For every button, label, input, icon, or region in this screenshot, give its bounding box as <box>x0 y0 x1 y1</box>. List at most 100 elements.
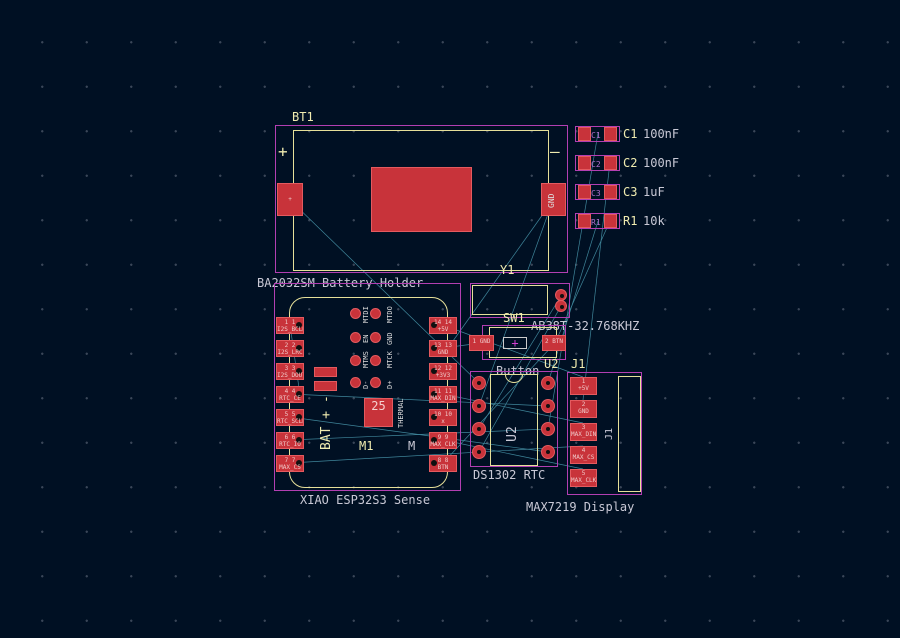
r1-ref: R1 <box>623 214 638 228</box>
m1-thermal-pad[interactable]: 25 <box>364 398 393 427</box>
usb-dminus: D- <box>362 380 370 389</box>
pad-number: 2 2 <box>284 342 296 349</box>
u2-ref: U2 <box>544 357 559 371</box>
c2-value: 100nF <box>643 156 680 170</box>
pad-net: MAX_CLK <box>430 441 456 448</box>
y1-pin-2[interactable] <box>555 300 567 312</box>
pad-number: 12 12 <box>433 365 453 372</box>
pad-net: MAX_CS <box>279 464 301 471</box>
c1-pad-2[interactable] <box>604 127 617 141</box>
sw1-ref: SW1 <box>503 311 525 325</box>
c2-fab: C2 <box>591 160 601 169</box>
c2-pad-1[interactable] <box>578 156 591 170</box>
u2-body-ref: U2 <box>504 426 520 442</box>
c2-ref: C2 <box>623 156 638 170</box>
m1-right-drill-4 <box>431 391 437 397</box>
y1-value: AB38T-32.768KHZ <box>531 319 640 333</box>
m1-left-drill-5 <box>296 414 302 420</box>
pad-net: I2S_DOUT <box>277 372 304 379</box>
pad-net: I2S_LRC <box>277 349 303 356</box>
jtag-mtdo: MTDO <box>386 306 394 323</box>
pad-number: 5 5 <box>284 411 296 418</box>
c1-pad-1[interactable] <box>578 127 591 141</box>
m1-right-pad-1[interactable]: 14 14+5V <box>429 317 457 334</box>
m1-value: XIAO ESP32S3 Sense <box>300 493 431 507</box>
bt1-ref: BT1 <box>292 110 314 124</box>
pad-net: +3V3 <box>435 372 451 379</box>
bt1-plus-mark: + <box>278 142 288 161</box>
jtag-mtdi: MTDI <box>362 306 370 323</box>
sw1-pad-1[interactable]: 1 GND <box>469 335 494 351</box>
jtag-mtck: MTCK <box>386 351 394 368</box>
pad-number: 10 10 <box>433 411 453 418</box>
pad-number: 9 9 <box>437 434 449 441</box>
bat-pad-minus[interactable] <box>314 381 337 391</box>
j1-outline <box>618 376 641 492</box>
j1-body-ref: J1 <box>604 427 616 441</box>
pad-number: 11 11 <box>433 388 453 395</box>
pad-net: +5V <box>437 326 449 333</box>
m1-left-drill-6 <box>296 437 302 443</box>
m1-outline <box>289 297 448 488</box>
pad-number: 6 6 <box>284 434 296 441</box>
m1-fab-ref: M <box>408 439 416 453</box>
m1-left-drill-1 <box>296 322 302 328</box>
u2-value: DS1302 RTC <box>473 468 546 482</box>
m1-left-drill-2 <box>296 345 302 351</box>
bt1-courtyard <box>275 125 568 273</box>
pad-number: 4 4 <box>284 388 296 395</box>
bt1-center-pad[interactable] <box>371 167 472 232</box>
m1-bat-label: BAT + - <box>319 395 334 450</box>
jtag-gnd: GND <box>386 332 394 345</box>
bat-pad-plus[interactable] <box>314 367 337 377</box>
jtag-mtms: MTMS <box>362 351 370 368</box>
sw1-pad-2[interactable]: 2 BTN <box>542 335 566 351</box>
c2-pad-2[interactable] <box>604 156 617 170</box>
m1-thermal-label: THERMAL <box>397 398 405 428</box>
bt1-pad-gnd[interactable]: GND <box>541 183 566 216</box>
r1-pad-2[interactable] <box>604 214 617 228</box>
m1-right-drill-3 <box>431 368 437 374</box>
pad-number: 1 1 <box>284 319 296 326</box>
m1-right-drill-2 <box>431 345 437 351</box>
pad-net: RTC_SCLK <box>277 418 304 425</box>
pad-number: 14 14 <box>433 319 453 326</box>
j1-pad-1[interactable]: 1+5V <box>570 377 597 395</box>
pad-number: 3 3 <box>284 365 296 372</box>
c3-pad-2[interactable] <box>604 185 617 199</box>
pad-net: BTN <box>437 464 449 471</box>
y1-outline <box>472 285 548 315</box>
r1-pad-1[interactable] <box>578 214 591 228</box>
c1-ref: C1 <box>623 127 638 141</box>
m1-ref: M1 <box>359 439 374 453</box>
c3-fab: C3 <box>591 189 601 198</box>
bt1-pad-plus[interactable]: + <box>277 183 303 216</box>
m1-right-drill-7 <box>431 460 437 466</box>
pad-net: RTC_IO <box>279 441 301 448</box>
bt1-minus-mark: — <box>550 142 560 161</box>
r1-fab: R1 <box>591 218 601 227</box>
m1-right-pad-3[interactable]: 12 12+3V3 <box>429 363 457 380</box>
m1-right-drill-6 <box>431 437 437 443</box>
c3-pad-1[interactable] <box>578 185 591 199</box>
jtag-en: EN <box>362 334 370 343</box>
pad-net: GND <box>437 349 449 356</box>
bt1-pad-gnd-label: GND <box>547 193 556 208</box>
